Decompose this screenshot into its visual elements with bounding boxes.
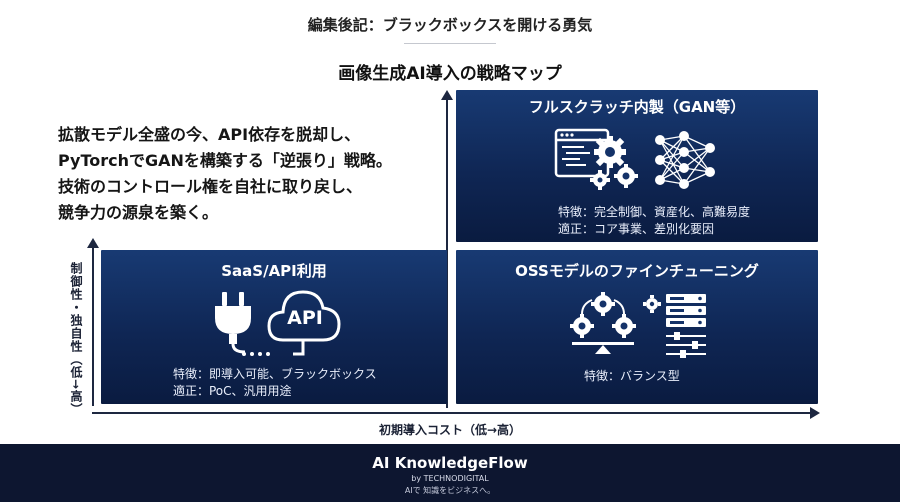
plug-icon <box>215 292 251 354</box>
cloud-icon <box>267 290 341 356</box>
quadrant-note: 特徴：バランス型 <box>584 369 680 383</box>
center-vertical-axis-line <box>446 98 448 408</box>
quadrant-note: 適正：PoC、汎用用途 <box>173 384 292 398</box>
brand-byline: by TECHNODIGITAL <box>411 474 489 483</box>
api-label: API <box>287 307 323 329</box>
quadrant-full-scratch: フルスクラッチ内製（GAN等） <box>456 90 818 242</box>
quadrant-note: 特徴：即導入可能、ブラックボックス <box>173 367 377 381</box>
quadrant-saas-api: SaaS/API利用 API 特徴：即導入可能、ブラックボックス 適正：PoC、… <box>101 250 447 404</box>
sliders-icon <box>666 332 706 358</box>
intro-line: 技術のコントロール権を自社に取り戻し、 <box>58 177 363 196</box>
server-icon <box>643 294 706 358</box>
header-title: 編集後記：ブラックボックスを開ける勇気 <box>307 16 593 34</box>
quadrant-oss-finetune: OSSモデルのファインチューニング <box>456 250 818 404</box>
connection-dots <box>242 352 270 356</box>
neural-network-icon <box>655 131 715 189</box>
x-axis-arrowhead <box>810 407 820 419</box>
y-axis-arrowhead <box>87 238 99 248</box>
brand-tagline: AIで 知識をビジネスへ。 <box>404 486 496 495</box>
intro-line: PyTorchでGANを構築する「逆張り」戦略。 <box>58 151 392 170</box>
quadrant-title: OSSモデルのファインチューニング <box>515 262 759 280</box>
quadrant-title: フルスクラッチ内製（GAN等） <box>528 98 746 116</box>
gears-icon <box>590 136 638 190</box>
intro-line: 拡散モデル全盛の今、API依存を脱却し、 <box>58 125 361 144</box>
y-axis-line <box>92 246 94 406</box>
brand-name: AI KnowledgeFlow <box>372 454 528 472</box>
intro-line: 競争力の源泉を築く。 <box>58 203 219 222</box>
intro-text: 拡散モデル全盛の今、API依存を脱却し、 PyTorchでGANを構築する「逆張… <box>58 122 433 226</box>
y-axis-label: 制御性・独自性（低→高） <box>69 262 83 417</box>
x-axis-label: 初期導入コスト（低→高） <box>378 423 522 437</box>
balance-gears-icon <box>570 292 636 354</box>
footer-bar: AI KnowledgeFlow by TECHNODIGITAL AIで 知識… <box>0 444 900 502</box>
map-title: 画像生成AI導入の戦略マップ <box>338 64 562 84</box>
center-axis-arrowhead <box>441 90 453 100</box>
quadrant-note: 適正：コア事業、差別化要因 <box>558 222 715 236</box>
header-divider <box>404 43 496 44</box>
quadrant-note: 特徴：完全制御、資産化、高難易度 <box>558 205 751 219</box>
x-axis-line <box>92 412 812 414</box>
quadrant-title: SaaS/API利用 <box>221 262 327 280</box>
